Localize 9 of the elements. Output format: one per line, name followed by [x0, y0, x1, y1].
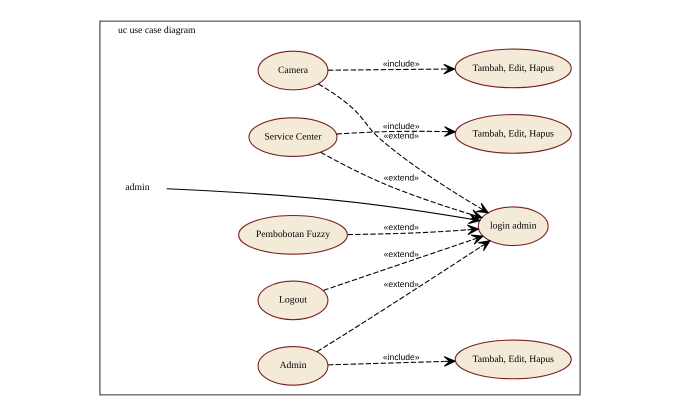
- edge-label: «extend»: [383, 222, 418, 232]
- edge-label: «include»: [382, 58, 420, 69]
- edge-label: «extend»: [383, 172, 418, 183]
- node-text: admin: [124, 182, 150, 193]
- edge-label: «extend»: [383, 130, 418, 141]
- edge-label: «extend»: [383, 248, 418, 259]
- edge-label: «include»: [382, 120, 420, 131]
- edge-label: «include»: [382, 352, 420, 362]
- edge-label: «extend»: [383, 278, 418, 289]
